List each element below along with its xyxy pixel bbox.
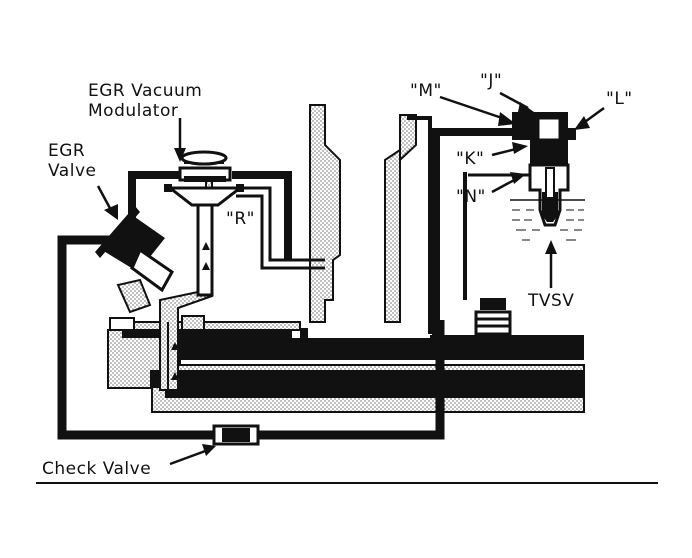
label-port-j: "J" [480,71,502,91]
label-egr-vacuum-modulator-line2: Modulator [88,101,178,121]
label-egr-valve-line1: EGR [48,141,85,161]
label-port-r: "R" [226,209,255,229]
tvsv [510,112,585,241]
label-egr-vacuum-modulator-line1: EGR Vacuum [88,81,202,101]
flow-arrows [171,242,210,380]
carburetor-body [300,104,417,338]
egr-valve [95,206,205,331]
label-check-valve: Check Valve [42,459,151,479]
leader-lines [96,91,605,466]
coolant-dashes [512,209,584,241]
label-tvsv: TVSV [527,291,574,311]
label-port-k: "K" [456,149,484,169]
check-valve [212,424,260,446]
label-port-n: "N" [456,187,486,207]
label-port-m: "M" [410,81,442,101]
intake-manifold [107,321,585,413]
label-port-l: "L" [606,89,633,109]
label-egr-valve-line2: Valve [48,161,96,181]
vacuum-hoses [57,116,535,440]
